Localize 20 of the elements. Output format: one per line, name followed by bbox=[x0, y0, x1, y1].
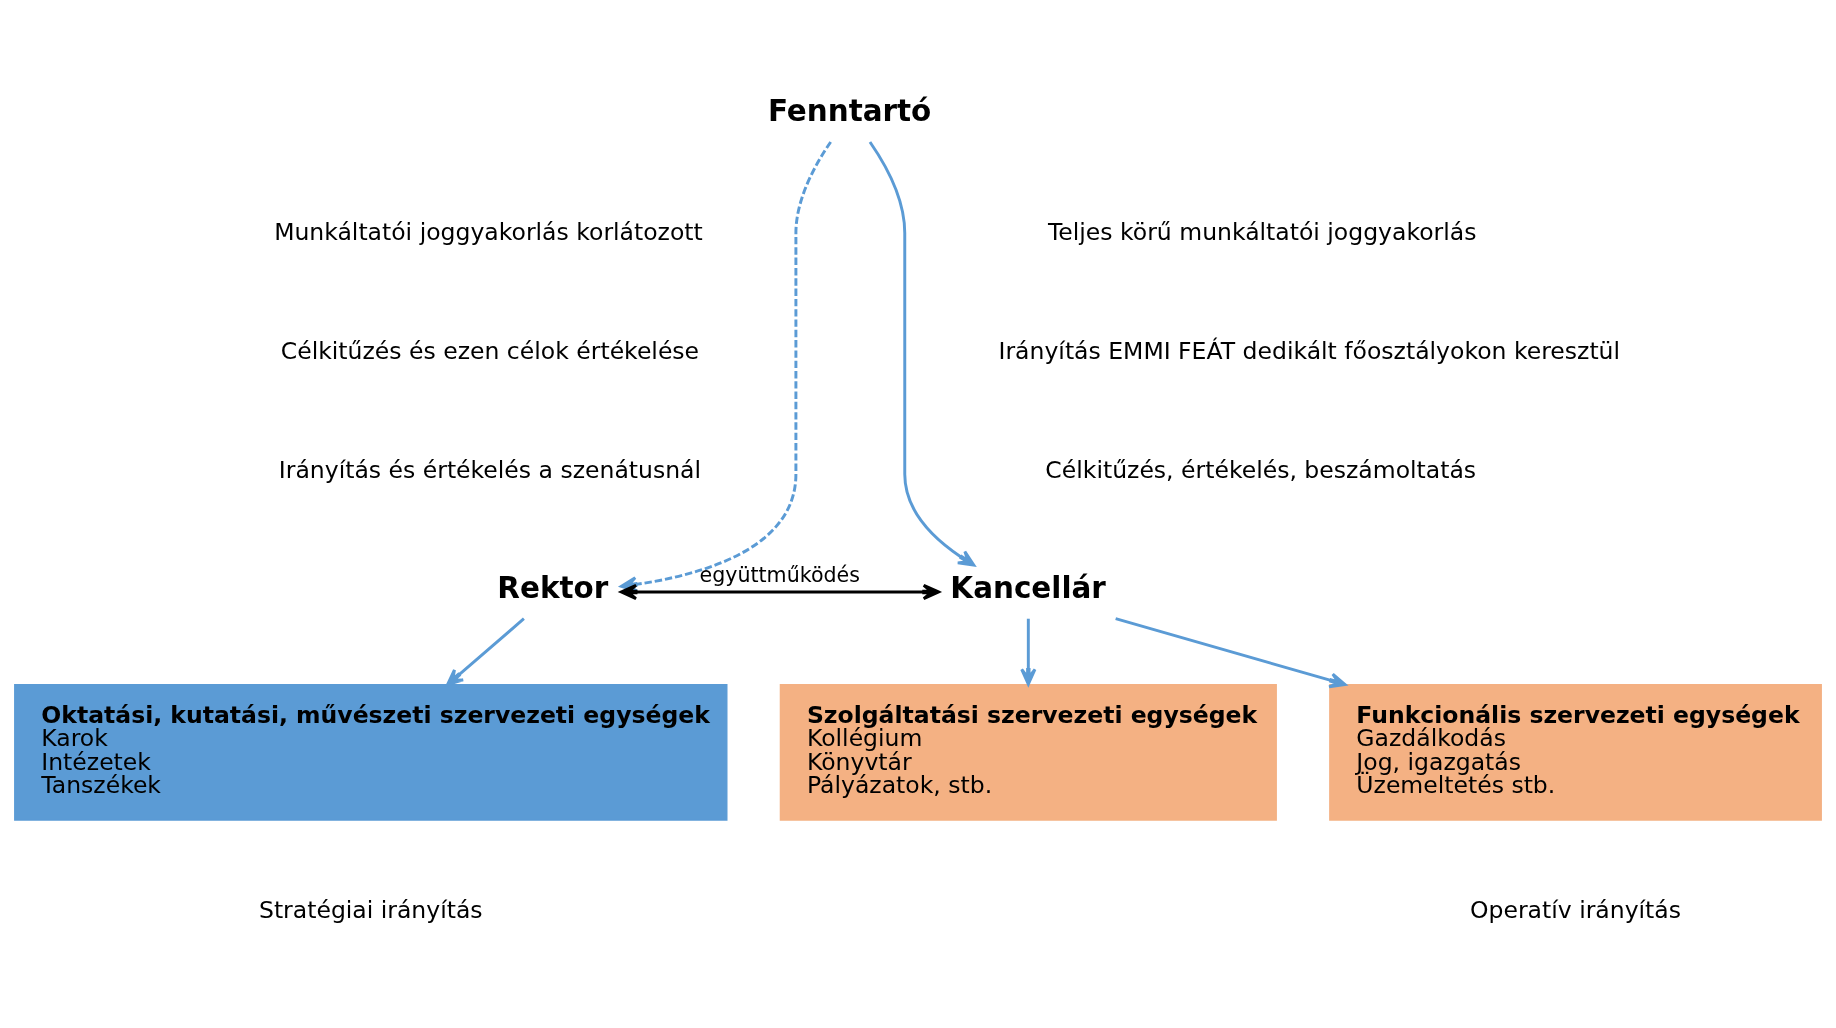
edge-label: együttműködés bbox=[699, 562, 860, 587]
arrow bbox=[619, 583, 940, 601]
label: Teljes körű munkáltatói joggyakorlás bbox=[1047, 218, 1477, 247]
node-box: Oktatási, kutatási, művészeti szervezeti egységek Karok Intézetek Tanszékek bbox=[14, 683, 728, 821]
arrow bbox=[446, 617, 525, 686]
arrow bbox=[1115, 617, 1347, 689]
label: Irányítás és értékelés a szenátusnál bbox=[278, 456, 702, 485]
label: Célkitűzés és ezen célok értékelése bbox=[280, 337, 700, 366]
node-text: Fenntartó bbox=[767, 94, 932, 129]
node-box: Funkcionális szervezeti egységek Gazdálkodás Jog, igazgatás Üzemeltetés stb. bbox=[1329, 683, 1822, 821]
label: Operatív irányítás bbox=[1470, 896, 1682, 925]
label: Irányítás EMMI FEÁT dedikált főosztályokon keresztül bbox=[998, 337, 1621, 366]
node-box: Szolgáltatási szervezeti egységek Kollégium Könyvtár Pályázatok, stb. bbox=[779, 683, 1277, 821]
arrow bbox=[1020, 618, 1037, 686]
node-text: Rektor bbox=[497, 570, 609, 605]
label: Munkáltatói joggyakorlás korlátozott bbox=[274, 218, 703, 247]
node-text: Kancellár bbox=[950, 570, 1106, 605]
label: Stratégiai irányítás bbox=[258, 896, 483, 925]
arrow bbox=[868, 141, 976, 567]
label: Célkitűzés, értékelés, beszámoltatás bbox=[1045, 456, 1477, 485]
